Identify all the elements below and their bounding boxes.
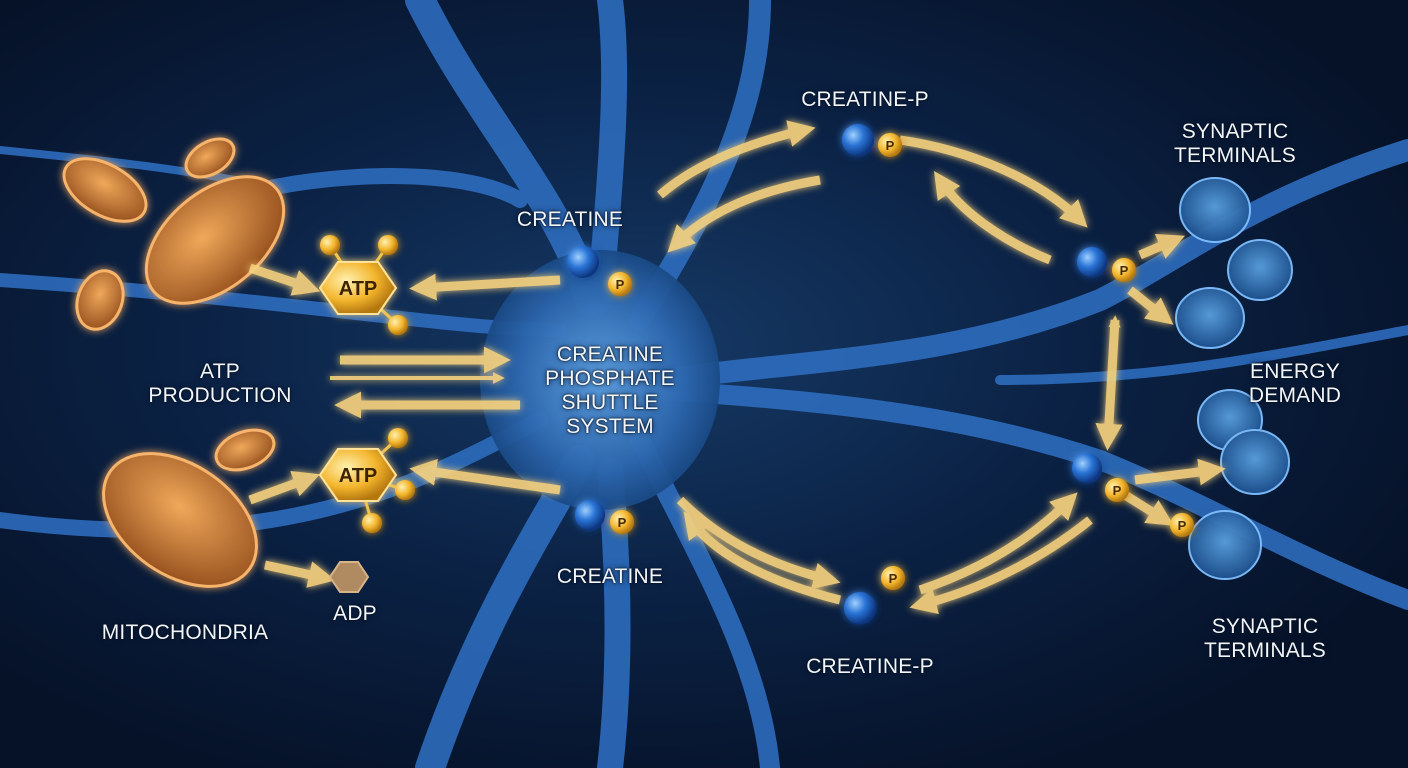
label-synaptic-terminals-top: SYNAPTIC TERMINALS — [1174, 120, 1296, 167]
label-creatine-p-bottom: CREATINE-P — [806, 655, 934, 678]
flow-arrows — [248, 120, 1226, 615]
label-energy-demand: ENERGY DEMAND — [1248, 360, 1342, 407]
svg-text:P: P — [886, 138, 895, 153]
label-creatine-top: CREATINE — [516, 208, 624, 231]
svg-text:P: P — [1178, 518, 1187, 533]
atp-molecule-top: ATP — [318, 235, 408, 335]
svg-text:P: P — [889, 571, 898, 586]
creatine-phosphate-molecules: P P P P P P P — [567, 124, 1194, 624]
neuron-soma — [480, 250, 720, 510]
svg-text:P: P — [618, 515, 627, 530]
svg-text:P: P — [1120, 263, 1129, 278]
synaptic-terminals — [1175, 177, 1293, 580]
label-creatine-p-top: CREATINE-P — [801, 88, 929, 111]
label-synaptic-terminals-bottom: SYNAPTIC TERMINALS — [1204, 615, 1326, 662]
atp-molecule-bottom: ATP — [318, 428, 415, 533]
adp-molecule — [328, 561, 370, 593]
label-adp: ADP — [333, 602, 377, 625]
svg-text:P: P — [1113, 483, 1122, 498]
label-atp-production: ATP PRODUCTION — [148, 360, 292, 407]
label-mitochondria: MITOCHONDRIA — [101, 621, 269, 644]
label-shuttle-system: CREATINE PHOSPHATE SHUTTLE SYSTEM — [545, 343, 675, 438]
label-creatine-bottom: CREATINE — [556, 565, 664, 588]
atp-label-top: ATP — [339, 278, 378, 300]
atp-label-bottom: ATP — [339, 465, 378, 487]
svg-text:P: P — [616, 277, 625, 292]
